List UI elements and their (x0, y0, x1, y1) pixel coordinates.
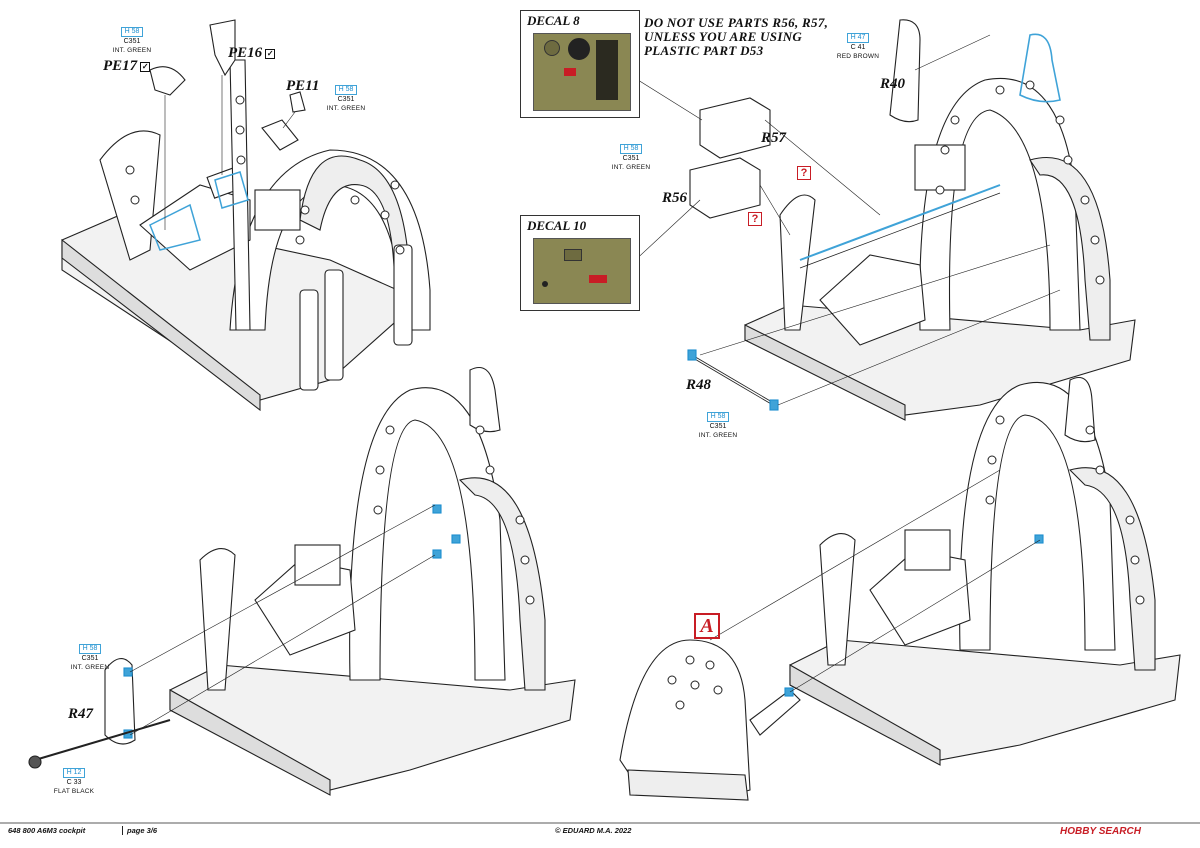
paint-code-c: C 41 (850, 44, 866, 51)
paint-callout-r47-green: H 58 C351 INT. GREEN (62, 644, 118, 672)
paint-callout-r47-black: H 12 C 33 FLAT BLACK (46, 768, 102, 796)
warning-note: DO NOT USE PARTS R56, R57, UNLESS YOU AR… (644, 15, 829, 58)
cockpit-frame-bottom-left (28, 366, 576, 796)
paint-callout-pe11-green: H 58 C351 INT. GREEN (318, 85, 374, 113)
gauge-icon (564, 249, 582, 261)
paint-name: INT. GREEN (698, 432, 738, 439)
paint-code-c: C351 (337, 96, 355, 103)
decal-10-title: DECAL 10 (527, 218, 587, 233)
decal-10-box: DECAL 10 (520, 215, 640, 311)
step-marker-a: A (694, 613, 720, 639)
paint-code-c: C351 (709, 423, 727, 430)
paint-name: INT. GREEN (70, 664, 110, 671)
footer-kit-info: 648 800 A6M3 cockpit (8, 826, 86, 835)
gauge-icon (544, 40, 560, 56)
paint-code-c: C351 (123, 38, 141, 45)
decal-10-instrument-panel (533, 238, 631, 304)
part-label-r57: R57 (761, 130, 787, 146)
paint-name: RED BROWN (836, 53, 880, 60)
paint-code-c: C351 (81, 655, 99, 662)
footer: 648 800 A6M3 cockpit page 3/6 © EDUARD M… (0, 824, 1200, 838)
decal-8-title: DECAL 8 (527, 13, 580, 28)
question-marker-r56: ? (748, 212, 762, 226)
part-label-pe16-text: PE16 (228, 45, 263, 61)
part-label-r47: R47 (68, 706, 94, 722)
part-label-r40: R40 (880, 76, 906, 92)
paint-code-h: H 58 (120, 27, 144, 37)
paint-code-h: H 58 (334, 85, 358, 95)
paint-callout-pe-green: H 58 C351 INT. GREEN (104, 27, 160, 55)
paint-name: FLAT BLACK (53, 788, 95, 795)
paint-code-c: C 33 (66, 779, 82, 786)
paint-callout-r48-green: H 58 C351 INT. GREEN (690, 412, 746, 440)
footer-copyright: © EDUARD M.A. 2022 (555, 826, 632, 835)
part-label-r48: R48 (686, 377, 712, 393)
paint-code-h: H 58 (78, 644, 102, 654)
decal-8-instrument-panel (533, 33, 631, 111)
bolt-icon (542, 281, 548, 287)
decal-8-box: DECAL 8 (520, 10, 640, 118)
part-label-pe11: PE11 (286, 78, 320, 94)
decal-leaders (629, 74, 703, 266)
paint-callout-r56-green: H 58 C351 INT. GREEN (603, 144, 659, 172)
warning-placard (589, 275, 607, 283)
paint-name: INT. GREEN (326, 105, 366, 112)
part-label-pe16: PE16✓ (228, 45, 276, 62)
paint-callout-r40-brown: H 47 C 41 RED BROWN (830, 33, 886, 61)
question-marker-r57: ? (797, 166, 811, 180)
part-label-pe17: PE17✓ (103, 58, 151, 75)
warning-placard (564, 68, 576, 76)
checkbox-icon[interactable]: ✓ (265, 48, 276, 59)
paint-code-h: H 47 (846, 33, 870, 43)
part-label-pe17-text: PE17 (103, 58, 138, 74)
switch-panel (596, 40, 618, 100)
cockpit-frame-top-left (61, 19, 431, 412)
paint-code-h: H 58 (706, 412, 730, 422)
footer-page: page 3/6 (122, 826, 157, 835)
paint-code-h: H 12 (62, 768, 86, 778)
gauge-icon (568, 38, 590, 60)
cockpit-frame-bottom-right (619, 376, 1181, 801)
checkbox-icon[interactable]: ✓ (140, 61, 151, 72)
footer-watermark: HOBBY SEARCH (1060, 826, 1141, 837)
part-label-r56: R56 (662, 190, 688, 206)
paint-code-h: H 58 (619, 144, 643, 154)
paint-name: INT. GREEN (611, 164, 651, 171)
paint-code-c: C351 (622, 155, 640, 162)
paint-name: INT. GREEN (112, 47, 152, 54)
